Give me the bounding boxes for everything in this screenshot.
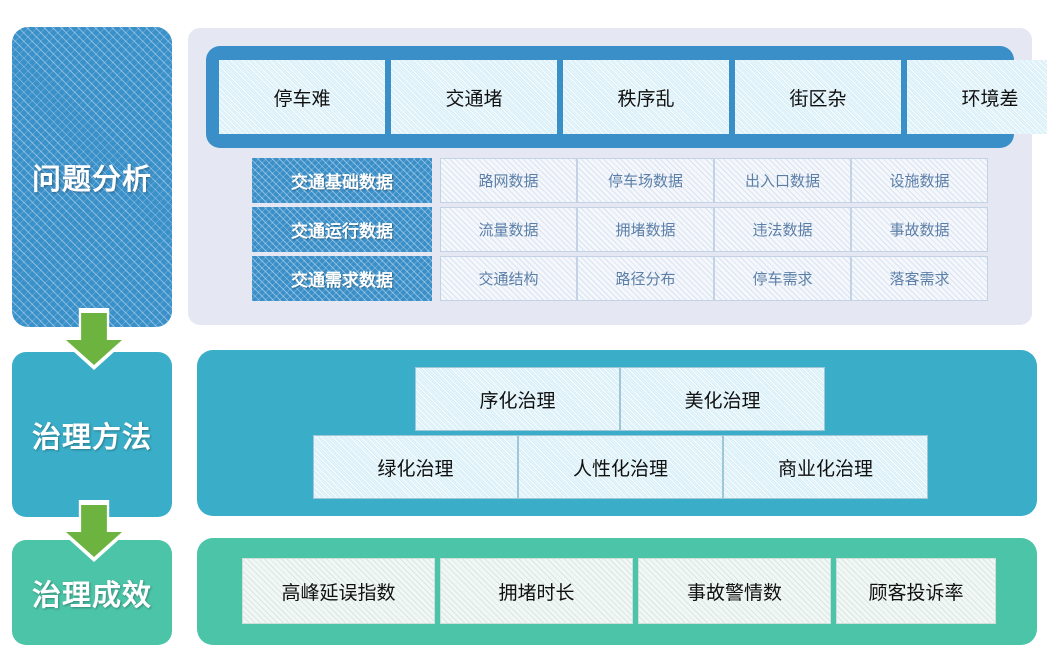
effect-item-label: 顾客投诉率 (868, 581, 964, 604)
method-item-order[interactable]: 序化治理 (415, 367, 620, 431)
data-cell[interactable]: 出入口数据 (714, 158, 851, 203)
data-cell-label: 事故数据 (889, 221, 950, 239)
data-cell-label: 路网数据 (478, 172, 539, 190)
problem-item-label: 交通堵 (445, 87, 503, 110)
data-cell[interactable]: 交通结构 (440, 256, 577, 301)
stage-label-text: 治理成效 (31, 577, 152, 612)
data-cell[interactable]: 流量数据 (440, 207, 577, 252)
method-item-greening[interactable]: 绿化治理 (313, 435, 518, 499)
problem-item-messy-block[interactable]: 街区杂 (735, 60, 901, 134)
problem-item-label: 停车难 (273, 87, 331, 110)
data-cell-label: 违法数据 (752, 221, 813, 239)
data-cell[interactable]: 路网数据 (440, 158, 577, 203)
data-cell[interactable]: 设施数据 (851, 158, 988, 203)
effect-item-customer-complaint-rate[interactable]: 顾客投诉率 (836, 558, 996, 624)
problem-list-container: 停车难 交通堵 秩序乱 街区杂 环境差 (206, 46, 1047, 148)
effect-item-label: 事故警情数 (686, 581, 782, 604)
problem-item-traffic-jam[interactable]: 交通堵 (391, 60, 557, 134)
stage-label-text: 治理方法 (31, 419, 152, 454)
data-row-label-text: 交通基础数据 (291, 173, 393, 193)
problem-item-disorder[interactable]: 秩序乱 (563, 60, 729, 134)
data-cell[interactable]: 停车场数据 (577, 158, 714, 203)
data-cell[interactable]: 事故数据 (851, 207, 988, 252)
data-cell-label: 拥堵数据 (615, 221, 676, 239)
data-cell-label: 路径分布 (615, 270, 676, 288)
data-cell-label: 停车场数据 (607, 172, 683, 190)
effect-item-label: 拥堵时长 (498, 581, 575, 604)
data-row-label-basic[interactable]: 交通基础数据 (252, 158, 432, 203)
governance-method-panel: 序化治理 美化治理 绿化治理 人性化治理 商业化治理 (197, 350, 1037, 516)
method-item-label: 序化治理 (479, 389, 556, 412)
data-cell-label: 交通结构 (478, 270, 539, 288)
effect-item-peak-delay-index[interactable]: 高峰延误指数 (242, 558, 435, 624)
problem-item-label: 街区杂 (789, 87, 847, 110)
method-item-beautify[interactable]: 美化治理 (620, 367, 825, 431)
data-cell-label: 出入口数据 (744, 172, 820, 190)
problem-item-poor-environment[interactable]: 环境差 (907, 60, 1047, 134)
problem-item-label: 秩序乱 (617, 87, 675, 110)
stage-label-text: 问题分析 (31, 162, 152, 196)
data-cell[interactable]: 停车需求 (714, 256, 851, 301)
effect-item-label: 高峰延误指数 (281, 581, 396, 604)
method-item-commercialization[interactable]: 商业化治理 (723, 435, 928, 499)
data-row-label-operation[interactable]: 交通运行数据 (252, 207, 432, 252)
method-item-label: 美化治理 (684, 389, 761, 412)
problem-item-parking[interactable]: 停车难 (219, 60, 385, 134)
data-cell[interactable]: 路径分布 (577, 256, 714, 301)
method-item-label: 绿化治理 (377, 457, 454, 480)
data-row-label-demand[interactable]: 交通需求数据 (252, 256, 432, 301)
data-cell-label: 设施数据 (889, 172, 950, 190)
stage-label-governance-method: 治理方法 (12, 352, 172, 517)
data-cell-label: 落客需求 (889, 270, 950, 288)
effect-item-congestion-duration[interactable]: 拥堵时长 (440, 558, 633, 624)
data-cell[interactable]: 拥堵数据 (577, 207, 714, 252)
data-row-label-text: 交通运行数据 (291, 222, 393, 242)
method-item-humanization[interactable]: 人性化治理 (518, 435, 723, 499)
data-cell[interactable]: 落客需求 (851, 256, 988, 301)
method-item-label: 人性化治理 (572, 457, 668, 480)
data-cell[interactable]: 违法数据 (714, 207, 851, 252)
problem-analysis-panel: 停车难 交通堵 秩序乱 街区杂 环境差 (188, 28, 1047, 325)
effect-item-accident-alarm-count[interactable]: 事故警情数 (638, 558, 831, 624)
data-row-label-text: 交通需求数据 (291, 271, 393, 291)
stage-label-problem-analysis: 问题分析 (12, 27, 172, 327)
data-cell-label: 停车需求 (752, 270, 813, 288)
method-item-label: 商业化治理 (777, 457, 873, 480)
problem-item-label: 环境差 (961, 87, 1019, 110)
data-cell-label: 流量数据 (478, 221, 539, 239)
governance-effect-panel: 高峰延误指数 拥堵时长 事故警情数 顾客投诉率 (197, 538, 1037, 645)
